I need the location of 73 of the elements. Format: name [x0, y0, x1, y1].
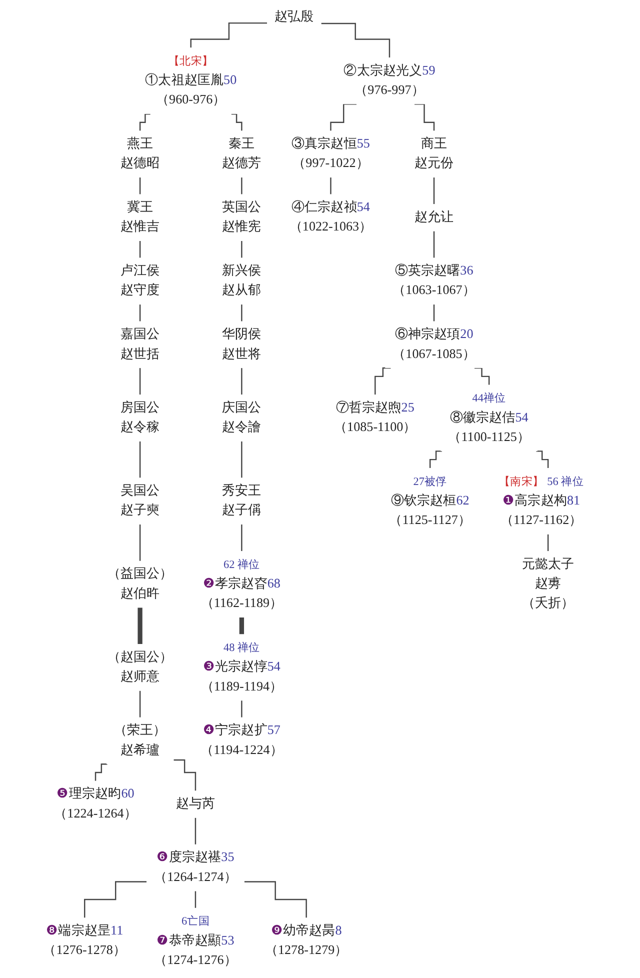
connector: [244, 881, 307, 918]
connector: [429, 450, 442, 469]
connector: [330, 104, 356, 132]
node-text: ③真宗赵恒55 （997-1022）: [291, 137, 370, 171]
node-text: 卢江侯 赵守度: [120, 264, 160, 298]
node-text: 秀安王 赵子偁: [222, 484, 262, 518]
node-text: （赵国公） 赵师意: [107, 650, 173, 684]
node-text: 吴国公 赵子奭: [120, 484, 160, 518]
connector: [194, 817, 196, 846]
node-text: 【南宋】 56 禅位 ❶高宗赵构81 （1127-1162）: [498, 474, 584, 528]
connector: [94, 763, 108, 782]
connector: [433, 304, 434, 322]
connector: [139, 440, 140, 478]
connector: [240, 524, 242, 552]
node-text: 27被俘 ⑨钦宗赵桓62 （1125-1127）: [389, 474, 471, 528]
connector: [139, 113, 150, 132]
connector: [433, 230, 434, 258]
node-text: 48 禅位 ❸光宗赵惇54 （1189-1194）: [200, 640, 282, 694]
node-text: 英国公 赵惟宪: [222, 200, 262, 234]
connector: [414, 104, 434, 132]
connector: [139, 240, 140, 258]
connector: [240, 240, 242, 258]
connector: [321, 22, 390, 58]
node-text: ❾幼帝赵昺8 （1278-1279）: [264, 924, 348, 958]
connector: [139, 690, 140, 718]
connector: [240, 440, 242, 478]
connector: [139, 176, 140, 195]
connector: [240, 367, 242, 396]
node-text: ⑦哲宗赵煦25 （1085-1100）: [334, 401, 416, 435]
connector: [240, 304, 242, 322]
connector: [174, 759, 196, 792]
connector: [239, 615, 244, 637]
connector: [240, 176, 242, 195]
node-text: 冀王 赵惟吉: [120, 200, 160, 234]
connector: [139, 524, 140, 562]
connector: [433, 176, 434, 205]
node-text: 6亡国 ❼恭帝赵顯53 （1274-1276）: [154, 914, 237, 968]
node-text: （益国公） 赵伯旿: [107, 567, 173, 602]
node-text: 赵允让: [414, 210, 454, 225]
node-text: 62 禅位 ❷孝宗赵昚68 （1162-1189）: [200, 558, 282, 611]
node-text: 赵弘殷: [274, 10, 314, 24]
connector: [330, 176, 332, 195]
node-text: 华阴侯 赵世将: [222, 328, 262, 362]
connector: [139, 367, 140, 396]
node-text: ❽端宗赵昰11 （1276-1278）: [43, 924, 126, 958]
node-text: 燕王 赵德昭: [120, 137, 160, 171]
node-text: 元懿太子 赵旉 （夭折）: [522, 558, 574, 611]
node-text: 新兴侯 赵从郁: [222, 264, 262, 298]
connector: [84, 881, 146, 918]
connector: [139, 304, 140, 322]
node-text: （荣王） 赵希瓐: [114, 724, 166, 758]
node-text: ❹宁宗赵扩57 （1194-1224）: [200, 724, 283, 758]
connector: [374, 367, 391, 396]
node-text: ❻度宗赵禥35 （1264-1274）: [154, 850, 237, 885]
node-text: 庆国公 赵令譮: [222, 401, 262, 435]
node-text: 嘉国公 赵世括: [120, 328, 160, 362]
connector: [231, 113, 242, 132]
node-text: ④仁宗赵祯54 （1022-1063）: [289, 200, 372, 234]
node-text: 秦王 赵德芳: [222, 137, 262, 171]
connector: [547, 534, 549, 552]
connector: [536, 450, 549, 469]
node-text: 44禅位 ⑧徽宗赵佶54 （1100-1125）: [448, 391, 530, 445]
node-text: 商王 赵元份: [414, 137, 454, 171]
node-text: ⑤英宗赵曙36 （1063-1067）: [392, 264, 476, 298]
node-text: 赵与芮: [176, 797, 215, 812]
connector: [194, 890, 196, 909]
node-text: 【北宋】 ①太祖赵匡胤50 （960-976）: [144, 54, 236, 108]
node-text: 房国公 赵令稼: [120, 401, 160, 435]
connector: [474, 367, 490, 386]
connector: [240, 700, 242, 718]
connector: [138, 605, 142, 646]
node-text: ❺理宗赵昀60 （1224-1264）: [54, 787, 137, 822]
connector: [190, 22, 267, 48]
